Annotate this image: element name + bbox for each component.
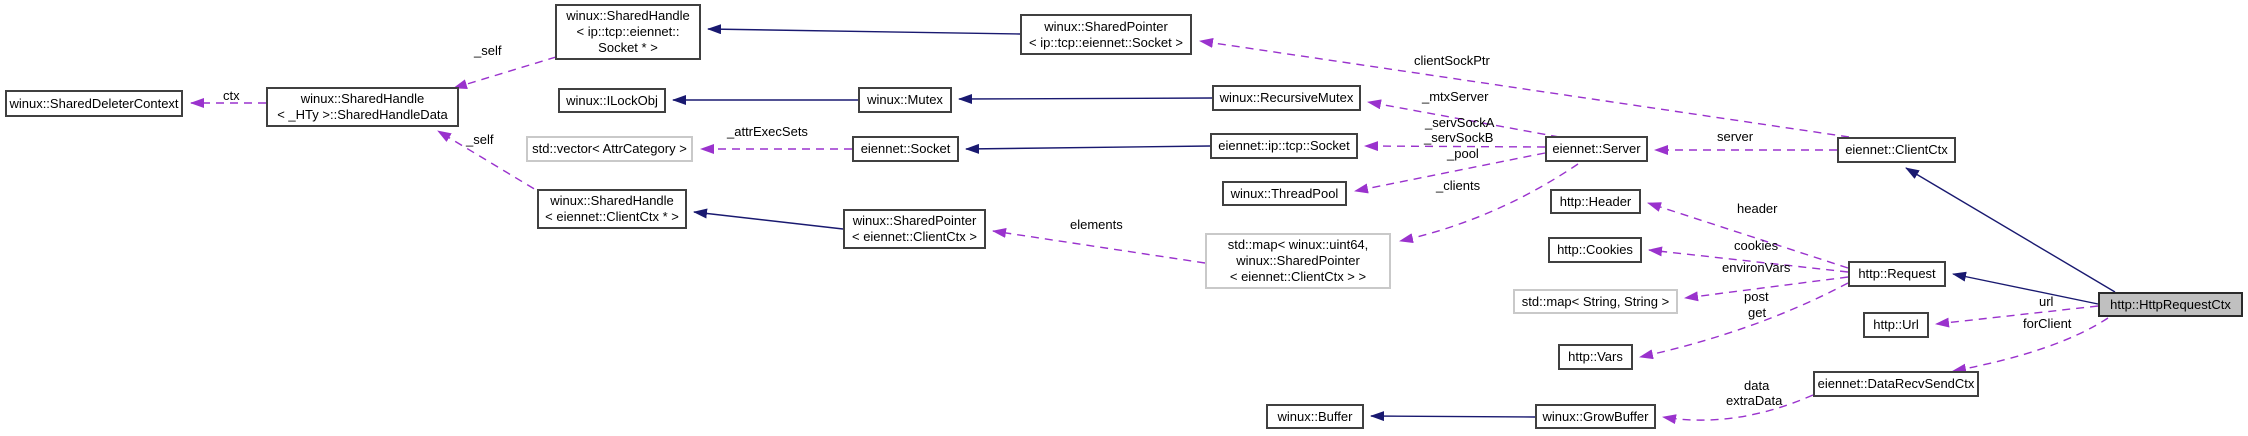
edge-label-attrexecsets: _attrExecSets [727, 124, 808, 139]
edge-label-get: get [1748, 305, 1767, 320]
edge-label-servsocka: _servSockA [1425, 115, 1495, 130]
node-shared-handle-clientctx[interactable]: winux::SharedHandle < eiennet::ClientCtx… [537, 189, 687, 229]
node-grow-buffer[interactable]: winux::GrowBuffer [1535, 404, 1656, 429]
edge-label-clientsockptr: clientSockPtr [1414, 53, 1490, 68]
node-http-vars[interactable]: http::Vars [1558, 344, 1633, 370]
node-ilockobj[interactable]: winux::ILockObj [558, 88, 666, 113]
node-vector-attrcategory[interactable]: std::vector< AttrCategory > [526, 136, 693, 162]
edge-label-cookies: cookies [1734, 238, 1779, 253]
edge-inheritance-recursivemutex-mutex [958, 93, 1213, 104]
node-map-string-string[interactable]: std::map< String, String > [1513, 289, 1678, 314]
edge-label-extradata: extraData [1726, 393, 1783, 408]
node-shared-pointer-clientctx[interactable]: winux::SharedPointer < eiennet::ClientCt… [843, 209, 986, 249]
edge-usage-mtxserver [1367, 99, 1560, 138]
edge-label-environvars: environVars [1722, 260, 1791, 275]
node-shared-pointer-ip-tcp-socket[interactable]: winux::SharedPointer < ip::tcp::eiennet:… [1020, 14, 1192, 55]
edge-usage-pool [1354, 152, 1546, 194]
node-buffer[interactable]: winux::Buffer [1266, 404, 1364, 429]
node-shared-deleter-context[interactable]: winux::SharedDeleterContext [5, 90, 183, 117]
edge-usage-elements [992, 227, 1206, 264]
node-threadpool[interactable]: winux::ThreadPool [1222, 181, 1347, 206]
edge-usage-clientsockptr [1199, 37, 1850, 138]
edge-inheritance-sharedpointer-clientctx [693, 208, 844, 230]
node-data-recv-send-ctx[interactable]: eiennet::DataRecvSendCtx [1813, 371, 1979, 397]
edge-usage-self-bottom [437, 130, 547, 197]
edge-inheritance-httprequestctx-clientctx [1905, 167, 2116, 293]
edge-usage-header [1647, 202, 1849, 269]
edge-label-pool: _pool [1447, 146, 1479, 161]
edge-usage-data-extradata [1662, 394, 1814, 425]
node-http-url[interactable]: http::Url [1863, 312, 1929, 338]
node-shared-handle-ip-tcp-socket[interactable]: winux::SharedHandle < ip::tcp::eiennet::… [555, 4, 701, 60]
node-http-cookies[interactable]: http::Cookies [1548, 237, 1642, 263]
edge-label-self-bottom: _self [466, 132, 494, 147]
node-recursive-mutex[interactable]: winux::RecursiveMutex [1212, 85, 1361, 111]
edge-label-mtxserver: _mtxServer [1422, 89, 1489, 104]
node-map-uint64-sharedpointer[interactable]: std::map< winux::uint64, winux::SharedPo… [1205, 233, 1391, 289]
edge-usage-servsock [1364, 141, 1546, 152]
edge-label-header: header [1737, 201, 1778, 216]
edge-label-data: data [1744, 378, 1770, 393]
node-mutex[interactable]: winux::Mutex [858, 87, 952, 113]
edge-label-self-top: _self [474, 43, 502, 58]
edge-label-clients: _clients [1436, 178, 1481, 193]
edge-label-forclient: forClient [2023, 316, 2072, 331]
edge-inheritance-growbuffer-buffer [1370, 411, 1536, 422]
edge-usage-url [1935, 305, 2099, 328]
edge-label-server: server [1717, 129, 1754, 144]
edge-usage-clients [1399, 163, 1579, 244]
node-server[interactable]: eiennet::Server [1545, 136, 1648, 162]
edge-usage-cookies [1648, 246, 1849, 273]
node-socket[interactable]: eiennet::Socket [852, 136, 959, 162]
edge-label-servsockb: _servSockB [1424, 130, 1494, 145]
node-clientctx[interactable]: eiennet::ClientCtx [1837, 137, 1956, 163]
edge-label-post: post [1744, 289, 1769, 304]
edge-inheritance-sharedpointer-socket [707, 24, 1021, 35]
node-shared-handle-data[interactable]: winux::SharedHandle < _HTy >::SharedHand… [266, 87, 459, 127]
node-http-header[interactable]: http::Header [1550, 189, 1641, 214]
edge-label-ctx: ctx [223, 88, 240, 103]
edge-label-url: url [2039, 294, 2054, 309]
edge-usage-forclient [1952, 317, 2109, 374]
edge-label-elements: elements [1070, 217, 1123, 232]
edge-usage-self-top [453, 56, 557, 90]
node-ip-tcp-socket[interactable]: eiennet::ip::tcp::Socket [1210, 133, 1358, 159]
edge-inheritance-httprequestctx-request [1952, 271, 2099, 305]
edge-inheritance-iptcpsocket-socket [965, 143, 1211, 154]
node-http-request[interactable]: http::Request [1848, 261, 1946, 287]
node-http-request-ctx-current: http::HttpRequestCtx [2098, 292, 2243, 317]
